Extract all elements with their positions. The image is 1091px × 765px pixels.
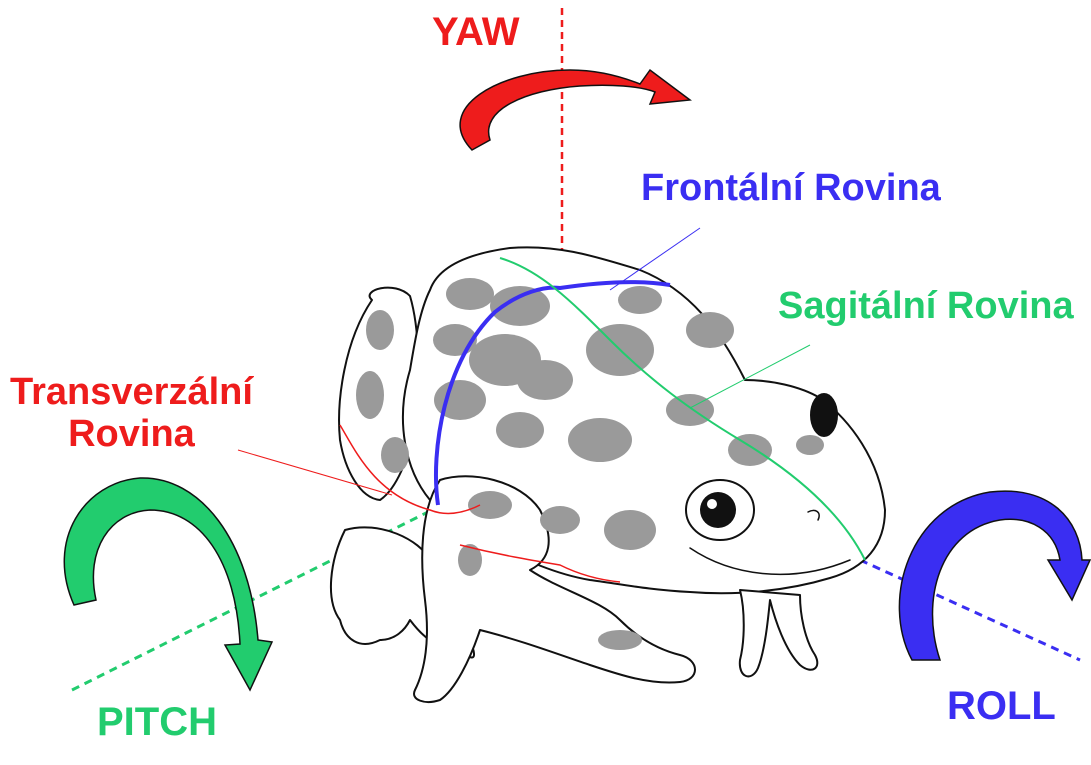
- frontal-plane-label: Frontální Rovina: [641, 168, 941, 210]
- sagittal-plane-label: Sagitální Rovina: [778, 286, 1074, 328]
- pitch-label: PITCH: [97, 700, 217, 744]
- roll-label: ROLL: [947, 684, 1056, 728]
- transverse-plane-label: Transverzální Rovina: [10, 372, 253, 456]
- frog-front-right-leg: [740, 590, 818, 676]
- yaw-rotation-arrow-icon: [460, 70, 690, 150]
- pitch-rotation-arrow-icon: [64, 478, 272, 690]
- roll-axis-line: [860, 560, 1080, 660]
- frog-pupil: [700, 492, 736, 528]
- yaw-label: YAW: [432, 10, 519, 54]
- frog-far-eye: [810, 393, 838, 437]
- transverse-plane-label-line1: Transverzální: [10, 372, 253, 414]
- roll-rotation-arrow-icon: [899, 491, 1090, 660]
- transverse-plane-label-line2: Rovina: [10, 414, 253, 456]
